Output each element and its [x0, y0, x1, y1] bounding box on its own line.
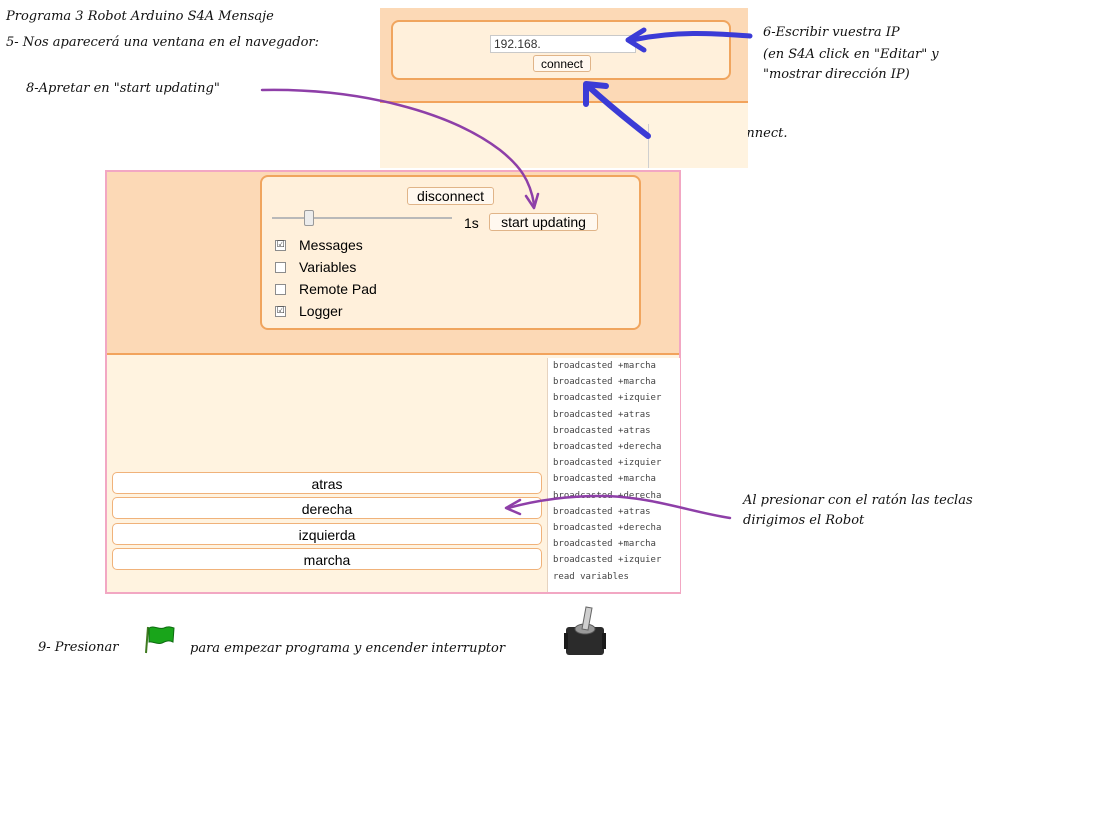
page-title: Programa 3 Robot Arduino S4A Mensaje: [6, 9, 274, 24]
press-note-2: dirigimos el Robot: [743, 513, 865, 528]
izquierda-button[interactable]: izquierda: [112, 523, 542, 545]
step6-note: 6-Escribir vuestra IP: [763, 25, 900, 40]
option-label: Remote Pad: [299, 281, 377, 297]
step9-note-a: 9- Presionar: [38, 640, 119, 655]
connect-panel: connect: [391, 20, 731, 80]
log-line: broadcasted +atras: [553, 506, 651, 517]
arrow-to-start-updating-head-icon: [524, 192, 540, 210]
atras-button[interactable]: atras: [112, 472, 542, 494]
connect-band: connect: [380, 8, 748, 103]
interval-label: 1s: [464, 215, 479, 231]
log-line: broadcasted +izquier: [553, 458, 662, 469]
control-window: disconnect 1s start updating ☑ Messages …: [105, 170, 681, 594]
step6-detail-1: (en S4A click en "Editar" y: [763, 47, 939, 62]
derecha-button[interactable]: derecha: [112, 497, 542, 519]
step9-note-b: para empezar programa y encender interru…: [190, 641, 506, 656]
toggle-switch-icon[interactable]: [564, 603, 606, 659]
messages-checkbox[interactable]: ☑: [275, 240, 286, 251]
log-line: broadcasted +atras: [553, 425, 651, 436]
press-note-1: Al presionar con el ratón las teclas: [743, 493, 973, 508]
log-line: broadcasted +marcha: [553, 474, 656, 485]
log-line: broadcasted +izquier: [553, 555, 662, 566]
start-updating-button[interactable]: start updating: [489, 213, 598, 231]
green-flag-icon[interactable]: [144, 625, 178, 655]
marcha-button[interactable]: marcha: [112, 548, 542, 570]
step6-detail-2: "mostrar dirección IP): [763, 67, 910, 82]
option-label: Logger: [299, 303, 343, 319]
arrow-to-connect-icon: [585, 83, 651, 139]
ip-input[interactable]: [490, 35, 636, 53]
interval-slider-track[interactable]: [272, 217, 452, 219]
option-label: Variables: [299, 259, 357, 275]
disconnect-button[interactable]: disconnect: [407, 187, 494, 205]
control-band: disconnect 1s start updating ☑ Messages …: [107, 172, 679, 355]
arrow-to-ip-icon: [629, 31, 753, 43]
arrow-to-start-updating-icon: [260, 88, 536, 206]
arrow-to-connect-head-icon: [583, 81, 609, 107]
log-line: broadcasted +derecha: [553, 442, 662, 453]
connect-button[interactable]: connect: [533, 55, 591, 72]
log-line: read variables: [553, 571, 629, 582]
log-line: broadcasted +marcha: [553, 377, 656, 388]
option-label: Messages: [299, 237, 363, 253]
window-divider: [648, 124, 649, 168]
control-panel: disconnect 1s start updating ☑ Messages …: [260, 175, 641, 330]
interval-slider-thumb[interactable]: [304, 210, 314, 226]
log-line: broadcasted +atras: [553, 409, 651, 420]
remote-pad-checkbox[interactable]: [275, 284, 286, 295]
logger-checkbox[interactable]: ☑: [275, 306, 286, 317]
connect-window: connect: [380, 8, 748, 168]
log-line: broadcasted +marcha: [553, 361, 656, 371]
arrow-to-buttons-head-icon: [504, 498, 522, 516]
log-line: broadcasted +derecha: [553, 523, 662, 534]
arrow-to-buttons-icon: [506, 494, 732, 520]
log-line: broadcasted +marcha: [553, 539, 656, 550]
arrow-to-ip-head-icon: [625, 27, 647, 53]
step8-note: 8-Apretar en "start updating": [26, 81, 220, 96]
log-line: broadcasted +izquier: [553, 393, 662, 404]
variables-checkbox[interactable]: [275, 262, 286, 273]
logger-panel[interactable]: broadcasted +marcha broadcasted +marcha …: [547, 358, 680, 592]
step5-note: 5- Nos aparecerá una ventana en el naveg…: [6, 35, 320, 50]
